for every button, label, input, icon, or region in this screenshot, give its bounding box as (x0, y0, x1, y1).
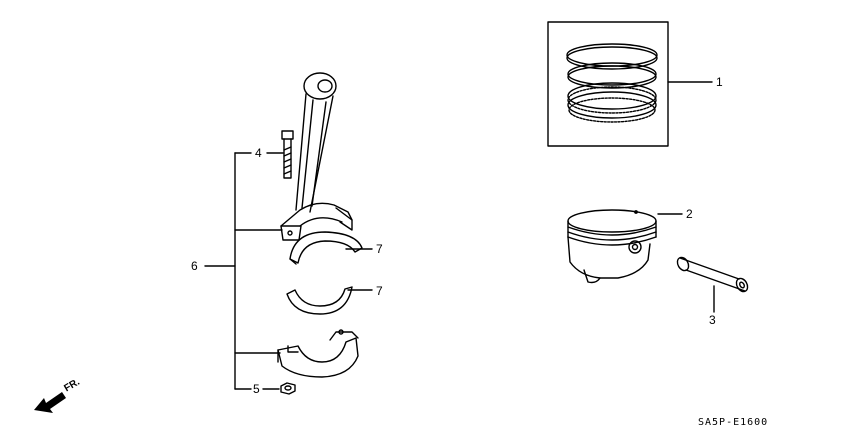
rod-nut-icon (280, 382, 296, 395)
callout-7-lower[interactable]: 7 (376, 284, 383, 298)
callout-6[interactable]: 6 (191, 259, 198, 273)
callout-5[interactable]: 5 (253, 382, 260, 396)
assembly-bracket (204, 152, 283, 390)
bearing-shell-upper-icon (289, 231, 363, 265)
diagram-code: SA5P-E1600 (698, 417, 769, 428)
piston-rings-group (547, 21, 669, 147)
piston-icon (567, 209, 657, 284)
callout-2[interactable]: 2 (686, 207, 693, 221)
callout-4[interactable]: 4 (255, 146, 262, 160)
rod-cap-icon (277, 329, 359, 378)
piston-ring-icon (567, 62, 657, 89)
piston-pin-icon (676, 256, 749, 293)
callout-3[interactable]: 3 (709, 313, 716, 327)
piston-rings-frame (547, 21, 669, 147)
oil-ring-icon (567, 82, 657, 123)
rod-bolt-icon (281, 130, 294, 179)
bearing-shell-lower-icon (286, 286, 353, 315)
callout-1[interactable]: 1 (716, 75, 723, 89)
connecting-rod-icon (280, 72, 353, 241)
piston-ring-icon (566, 43, 658, 70)
front-arrow-icon (34, 392, 66, 413)
callout-7-upper[interactable]: 7 (376, 242, 383, 256)
